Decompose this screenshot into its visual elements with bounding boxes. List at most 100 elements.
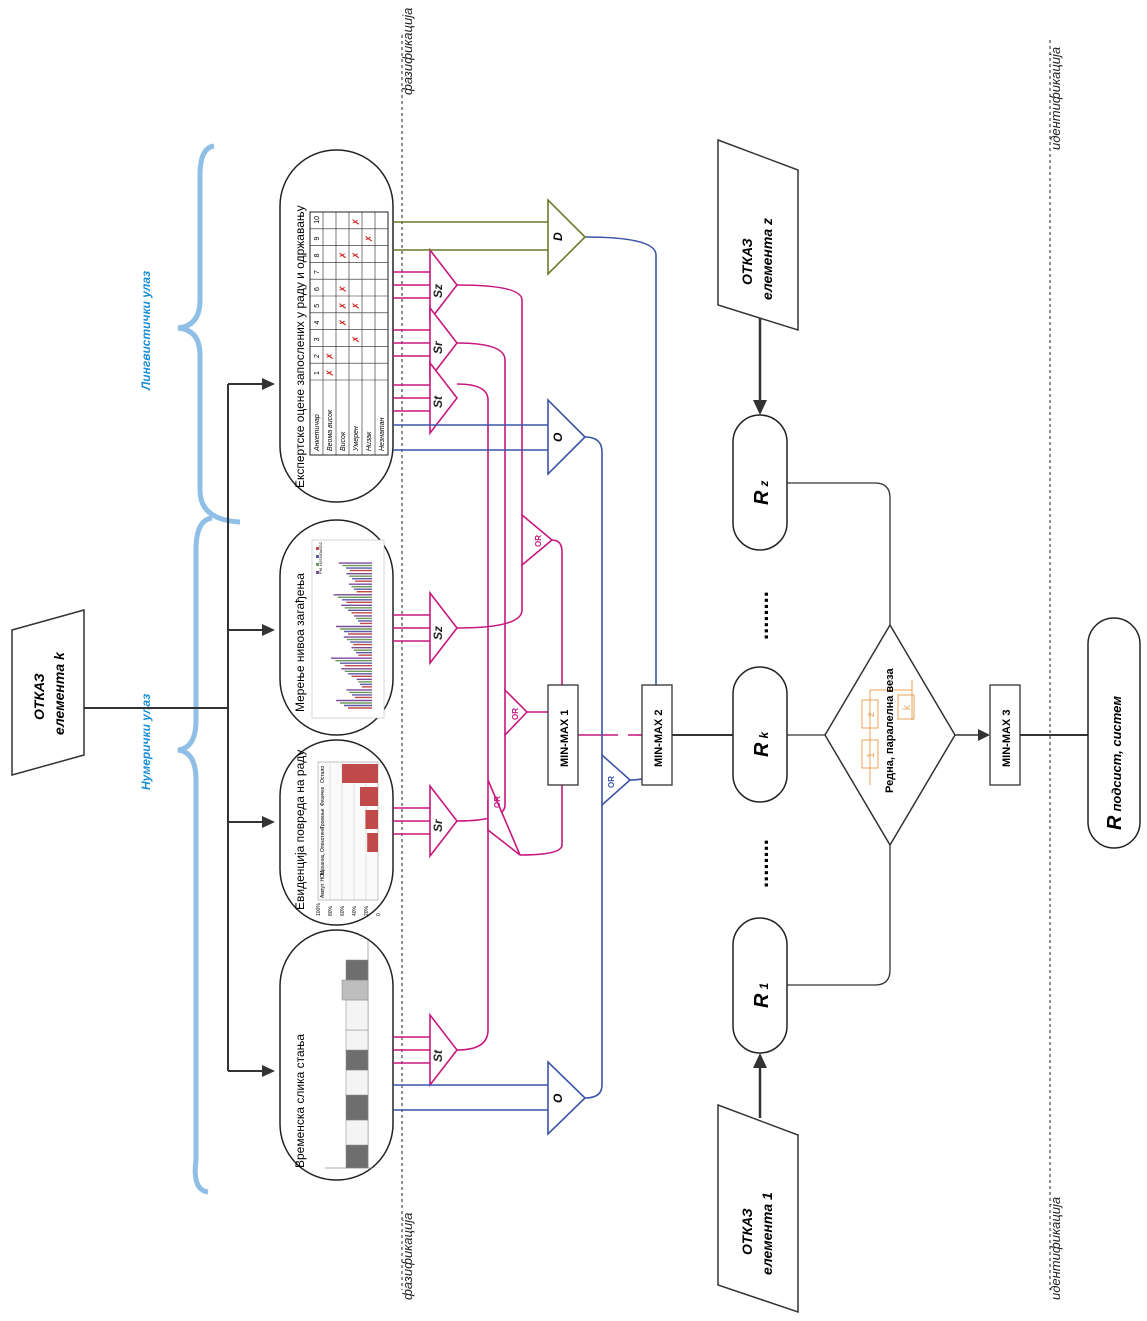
svg-text:k: k bbox=[902, 704, 913, 710]
ellipsis-upper: ........ bbox=[748, 591, 773, 640]
time-state-block bbox=[345, 1069, 369, 1096]
input-distribution-lines bbox=[84, 383, 265, 1072]
connection-items: 1 z k bbox=[866, 704, 913, 758]
injury-category: Физичке bbox=[320, 786, 326, 806]
expert-table-row-label: Умерен bbox=[353, 426, 360, 452]
injury-category: Опекотине bbox=[320, 827, 326, 852]
fuzzification-label-top: фазификација bbox=[400, 8, 415, 95]
expert-table-mark: ✗ bbox=[338, 251, 348, 259]
expert-table-mark: ✗ bbox=[351, 218, 361, 226]
injury-source-title: Евиденција повреда на раду bbox=[293, 750, 307, 910]
expert-table-column: 2 bbox=[314, 354, 321, 358]
pollution-legend-swatch bbox=[316, 555, 319, 558]
series-parallel-icon bbox=[861, 680, 915, 785]
injury-category: Остало bbox=[320, 766, 326, 783]
injury-bar bbox=[360, 787, 378, 806]
svg-text:OR: OR bbox=[534, 535, 543, 547]
expert-table-column: 5 bbox=[314, 304, 321, 308]
expert-table-column: 10 bbox=[314, 216, 321, 224]
numeric-input-label: Нумерички улаз bbox=[139, 694, 153, 790]
expert-table-header: Анкетичар bbox=[314, 414, 321, 452]
pollution-legend-swatch bbox=[316, 563, 319, 566]
failure-k-line1: ОТКАЗ bbox=[31, 673, 47, 720]
input-arrowheads bbox=[262, 378, 275, 1077]
expert-table-column: 8 bbox=[314, 253, 321, 257]
failure-1-arrowhead bbox=[753, 1053, 767, 1068]
failure-k-line2: елемента k bbox=[51, 651, 67, 735]
identification-label-top: идентификација bbox=[1048, 47, 1063, 150]
failure-1-line2: елемента 1 bbox=[759, 1192, 775, 1275]
expert-table-mark: ✗ bbox=[351, 302, 361, 310]
time-state-block bbox=[345, 959, 369, 981]
identification-label-bottom: идентификација bbox=[1048, 1197, 1063, 1300]
o-arrow-top bbox=[547, 398, 587, 476]
reliability-lines bbox=[787, 482, 891, 986]
ellipsis-lower: ........ bbox=[748, 839, 773, 888]
minmax-2-label: MIN-MAX 2 bbox=[653, 710, 665, 767]
injury-bar bbox=[365, 810, 378, 829]
fuzzification-label-bottom: фазификација bbox=[400, 1213, 415, 1300]
pollution-source-title: Мерење нивоа загађења bbox=[293, 573, 307, 712]
pollution-legend-label: NOx bbox=[318, 550, 323, 558]
pollution-legend-label: PM bbox=[318, 568, 323, 574]
r-k-label: Rk bbox=[751, 731, 773, 757]
label-st-expert: St bbox=[431, 395, 445, 408]
o-arrow-bottom bbox=[547, 1060, 587, 1136]
time-state-block bbox=[345, 1144, 369, 1169]
injury-category: Тровање bbox=[320, 808, 326, 829]
expert-table-row-label: Висок bbox=[340, 431, 347, 451]
injury-tick: 80% bbox=[328, 905, 334, 916]
expert-table-column: 7 bbox=[314, 270, 321, 274]
expert-table-mark: ✗ bbox=[338, 319, 348, 327]
svg-text:z: z bbox=[866, 712, 877, 717]
failure-1-line1: ОТКАЗ bbox=[739, 1208, 755, 1255]
expert-table-mark: ✗ bbox=[338, 302, 348, 310]
injury-tick: 60% bbox=[340, 905, 346, 916]
final-reliability-node bbox=[1087, 617, 1141, 849]
r-1-label: R1 bbox=[751, 983, 773, 1008]
expert-table-mark: ✗ bbox=[351, 335, 361, 343]
injury-category: Механиц. bbox=[320, 853, 326, 875]
label-sr-expert: Sr bbox=[431, 340, 445, 354]
d-path bbox=[393, 221, 548, 251]
injury-tick: 100% bbox=[316, 903, 322, 916]
sz-paths bbox=[393, 271, 642, 1064]
pollution-legend-swatch bbox=[316, 571, 319, 574]
d-label: D bbox=[551, 232, 565, 241]
or-gate-blue bbox=[601, 753, 632, 807]
injury-bar bbox=[367, 833, 378, 852]
time-state-block bbox=[341, 979, 369, 1001]
final-reliability-label: Rподсист, систем bbox=[1104, 696, 1126, 830]
failure-k-box bbox=[11, 609, 85, 776]
o-label-bottom: O bbox=[551, 1093, 565, 1103]
connection-diamond bbox=[824, 623, 956, 847]
expert-table-column: 3 bbox=[314, 337, 321, 341]
svg-text:OR: OR bbox=[493, 796, 502, 808]
injury-tick: 20% bbox=[364, 905, 370, 916]
expert-table-mark: ✗ bbox=[338, 285, 348, 293]
o-paths bbox=[393, 236, 657, 1111]
expert-table-column: 6 bbox=[314, 287, 321, 291]
label-sz-expert: Sz bbox=[431, 284, 445, 298]
time-state-block bbox=[345, 1094, 369, 1121]
failure-z-line1: ОТКАЗ bbox=[739, 238, 755, 285]
minmax3-arrowhead bbox=[978, 729, 990, 741]
expert-table-column: 9 bbox=[314, 237, 321, 241]
injury-category: Ампут. НОЦ bbox=[320, 870, 326, 898]
time-state-block bbox=[345, 1119, 369, 1146]
linguistic-input-label: Лингвистички улаз bbox=[139, 271, 153, 391]
injury-bar bbox=[342, 764, 378, 783]
time-state-block bbox=[345, 999, 369, 1031]
o-label-top: O bbox=[551, 432, 565, 442]
or-gate-top bbox=[521, 513, 554, 567]
minmax-1-label: MIN-MAX 1 bbox=[559, 710, 571, 767]
pollution-legend-label: SO2 bbox=[318, 541, 323, 550]
magenta-triangles bbox=[429, 247, 459, 1088]
expert-table-row-label: Низак bbox=[366, 431, 373, 451]
time-state-chart bbox=[325, 940, 372, 1169]
expert-table-mark: ✗ bbox=[325, 352, 335, 360]
